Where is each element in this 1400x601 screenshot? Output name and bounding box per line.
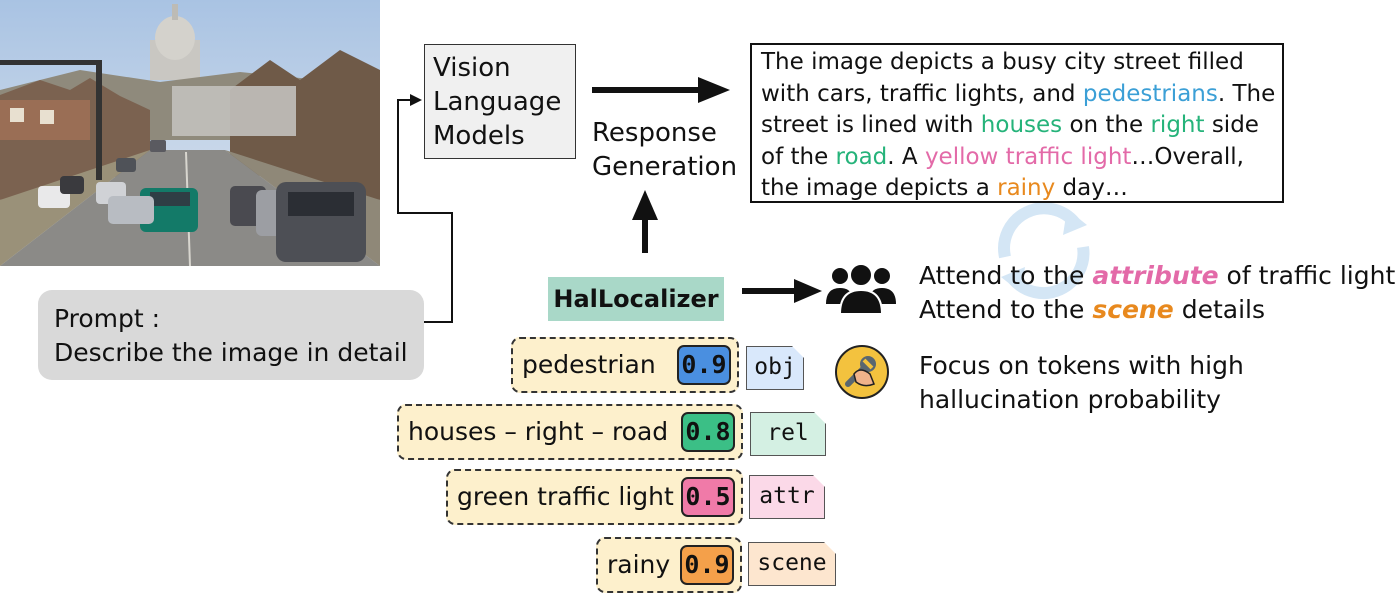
token-text: green traffic light bbox=[457, 482, 674, 511]
response-segment: side of the bbox=[761, 112, 1259, 170]
refresh-icon bbox=[985, 195, 1103, 309]
response-segment: . The street is lined with bbox=[761, 80, 1276, 139]
attend-attribute-word: attribute bbox=[1092, 261, 1219, 290]
token-row: pedestrian 0.9 bbox=[511, 337, 739, 393]
token-score: 0.9 bbox=[680, 545, 734, 585]
focus-line-1: Focus on tokens with high bbox=[919, 351, 1244, 380]
attend-text: Attend to the attribute of traffic light… bbox=[919, 259, 1395, 327]
highlighted-word: rainy bbox=[997, 175, 1056, 201]
token-tag: rel bbox=[750, 412, 826, 456]
attend-scene-word: scene bbox=[1092, 295, 1174, 324]
token-text: rainy bbox=[607, 550, 671, 579]
vlm-line-3: Models bbox=[433, 121, 525, 151]
highlighted-word: houses bbox=[980, 112, 1063, 138]
token-tag: obj bbox=[746, 346, 804, 390]
response-segment: . A bbox=[887, 143, 925, 170]
focus-line-2: hallucination probability bbox=[919, 385, 1221, 414]
street-scene-image bbox=[0, 0, 380, 266]
prompt-label: Prompt : bbox=[54, 304, 161, 333]
hallocalizer-box: HalLocalizer bbox=[548, 277, 724, 321]
vlm-box: Vision Language Models bbox=[424, 44, 576, 159]
token-tag: attr bbox=[749, 475, 825, 519]
prompt-box: Prompt : Describe the image in detail bbox=[38, 290, 424, 380]
highlighted-word: pedestrians bbox=[1082, 80, 1218, 107]
response-generation-line-1: Response bbox=[592, 118, 717, 148]
vlm-line-2: Language bbox=[433, 87, 562, 117]
token-row: green traffic light 0.5 bbox=[446, 469, 743, 525]
response-generation-label: Response Generation bbox=[592, 116, 742, 184]
token-tag: scene bbox=[748, 542, 836, 586]
token-score: 0.9 bbox=[677, 345, 731, 385]
token-row: rainy 0.9 bbox=[596, 537, 742, 593]
attend-line-1-pre: Attend to the bbox=[919, 261, 1093, 290]
attend-line-2: Attend to the scene details bbox=[919, 293, 1395, 327]
response-segment: on the bbox=[1062, 112, 1151, 138]
highlighted-word: yellow traffic light bbox=[924, 143, 1132, 170]
response-text-box: The image depicts a busy city street fil… bbox=[750, 43, 1284, 203]
attend-line-2-post: details bbox=[1173, 295, 1265, 324]
highlighted-word: road bbox=[835, 143, 888, 170]
response-segment: …Overall, the image depicts a bbox=[761, 143, 1244, 202]
token-score: 0.5 bbox=[681, 477, 735, 517]
vlm-line-1: Vision bbox=[433, 53, 511, 83]
prompt-to-vlm-line bbox=[397, 99, 453, 323]
token-text: houses – right – road bbox=[408, 417, 669, 446]
token-score: 0.8 bbox=[681, 412, 735, 452]
token-row: houses – right – road 0.8 bbox=[397, 404, 743, 460]
response-segment: day… bbox=[1055, 175, 1128, 201]
attend-line-2-pre: Attend to the bbox=[919, 295, 1093, 324]
token-text: pedestrian bbox=[522, 350, 656, 379]
response-segment: The image depicts a busy city street fil… bbox=[761, 49, 1244, 107]
prompt-text: Describe the image in detail bbox=[54, 338, 408, 367]
response-generation-line-2: Generation bbox=[592, 152, 738, 182]
focus-text: Focus on tokens with high hallucination … bbox=[919, 349, 1244, 417]
attend-line-1: Attend to the attribute of traffic light bbox=[919, 259, 1395, 293]
users-group-icon bbox=[826, 262, 896, 318]
wrench-hand-icon bbox=[834, 344, 890, 404]
attend-line-1-post: of traffic light bbox=[1218, 261, 1396, 290]
highlighted-word: right bbox=[1150, 112, 1205, 138]
